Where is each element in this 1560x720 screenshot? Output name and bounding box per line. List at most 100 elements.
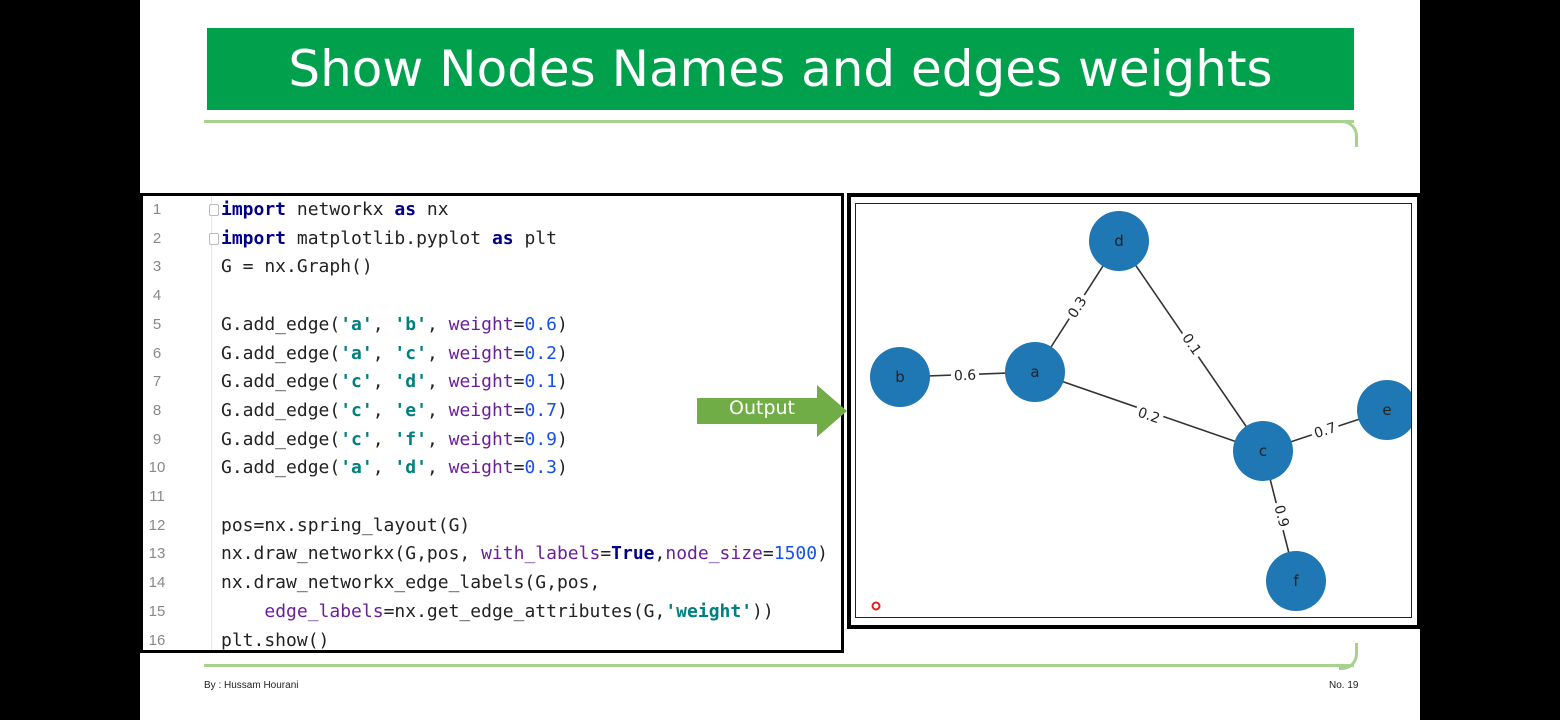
code-token: 0.1 [524,371,558,393]
code-token: 0.9 [524,428,558,450]
line-number: 9 [152,430,162,448]
code-token: = [600,543,612,565]
code-token: = [513,371,525,393]
graph-node-c [1233,421,1293,481]
graph-node-d [1089,211,1149,271]
code-line: 11 [143,482,841,511]
cursor-indicator-icon [871,601,881,611]
edge-label-c-e: 0.7 [1308,417,1342,443]
edge-weight-label: 0.6 [954,368,977,385]
code-token: )) [752,600,774,622]
code-token: ) [557,457,568,479]
code-token: with_labels [481,543,601,565]
author-footer: By : Hussam Hourani [204,680,299,691]
code-token: ) [557,342,568,364]
page-number: No. 19 [1329,680,1359,691]
code-token: networkx [286,199,395,220]
code-token: 'c' [340,428,373,450]
code-token: , [372,428,395,450]
line-number: 16 [148,631,166,649]
line-number: 2 [152,229,162,247]
node-label: d [1114,232,1124,250]
code-token: nx.draw_networkx(G,pos, [221,543,482,565]
code-token: ) [557,399,568,421]
code-text: G.add_edge('a', 'c', weight=0.2) [221,339,568,368]
code-token: weight [448,399,514,421]
edge-label-c-f: 0.9 [1269,500,1295,532]
code-text: G.add_edge('a', 'd', weight=0.3) [221,453,568,482]
edge-label-a-b: 0.6 [950,365,980,385]
code-token: 'a' [340,457,373,479]
edge-weight-label: 0.9 [1271,503,1292,529]
line-number: 11 [149,488,165,505]
graph-node-b [870,347,930,407]
code-token: matplotlib.pyplot [286,227,492,249]
code-token: , [372,313,395,335]
code-token: ) [817,543,828,565]
code-text: plt.show() [221,626,330,651]
line-number: 7 [152,373,162,391]
code-text: nx.draw_networkx(G,pos, with_labels=True… [221,539,828,568]
code-token: pos=nx.spring_layout(G) [221,514,471,536]
code-token: , [372,342,395,364]
code-token: 0.6 [524,313,558,335]
code-token: as [394,199,417,220]
line-number: 4 [152,287,162,305]
edge-label-background [1061,290,1093,324]
code-token: = [762,543,774,565]
code-token: 'd' [394,457,427,479]
code-token: ) [557,371,568,393]
code-token: as [491,227,514,249]
code-token: = [513,457,525,479]
code-token: = [513,342,525,364]
code-token: , [426,428,449,450]
edge-label-background [1269,500,1295,532]
fold-marker-icon[interactable] [209,204,219,216]
code-token: 'c' [394,342,427,364]
code-token: 0.7 [524,399,558,421]
code-token: 'weight' [665,600,753,622]
code-text: G.add_edge('c', 'f', weight=0.9) [221,425,568,454]
code-token: 'f' [394,428,427,450]
edge-label-a-c: 0.2 [1132,401,1166,429]
code-token: , [372,371,395,393]
fold-marker-icon[interactable] [209,232,219,245]
slide-title: Show Nodes Names and edges weights [207,28,1354,110]
node-label: f [1293,572,1299,590]
code-text: G.add_edge('c', 'd', weight=0.1) [221,367,568,396]
code-text: import networkx as nx [221,196,449,224]
code-line: 12 pos=nx.spring_layout(G) [143,511,841,540]
graph-node-e [1357,380,1417,440]
code-token: , [426,371,449,393]
code-token: 0.2 [524,342,558,364]
code-token: weight [448,313,514,335]
code-token: , [654,543,666,565]
edge-label-background [1308,417,1342,443]
code-text: pos=nx.spring_layout(G) [221,511,470,540]
code-token: , [372,399,395,421]
edge-label-background [950,365,980,385]
code-line: 16 plt.show() [143,626,841,651]
edge-label-c-d: 0.1 [1176,327,1208,361]
code-token: plt.show() [221,629,330,651]
line-number: 10 [148,459,166,477]
bottom-divider-curve [1339,643,1358,670]
code-token [221,601,264,622]
line-number: 12 [148,516,166,534]
code-line: 15 edge_labels=nx.get_edge_attributes(G,… [143,597,841,626]
edge-weight-label: 0.2 [1136,405,1162,427]
graph-node-f [1266,551,1326,611]
line-number: 15 [148,602,166,620]
code-token: =nx.get_edge_attributes(G, [383,600,666,622]
code-token: G = nx.Graph() [221,256,373,278]
code-token: edge_labels [264,600,384,622]
graph-node-a [1005,342,1065,402]
code-token: , [426,399,449,421]
